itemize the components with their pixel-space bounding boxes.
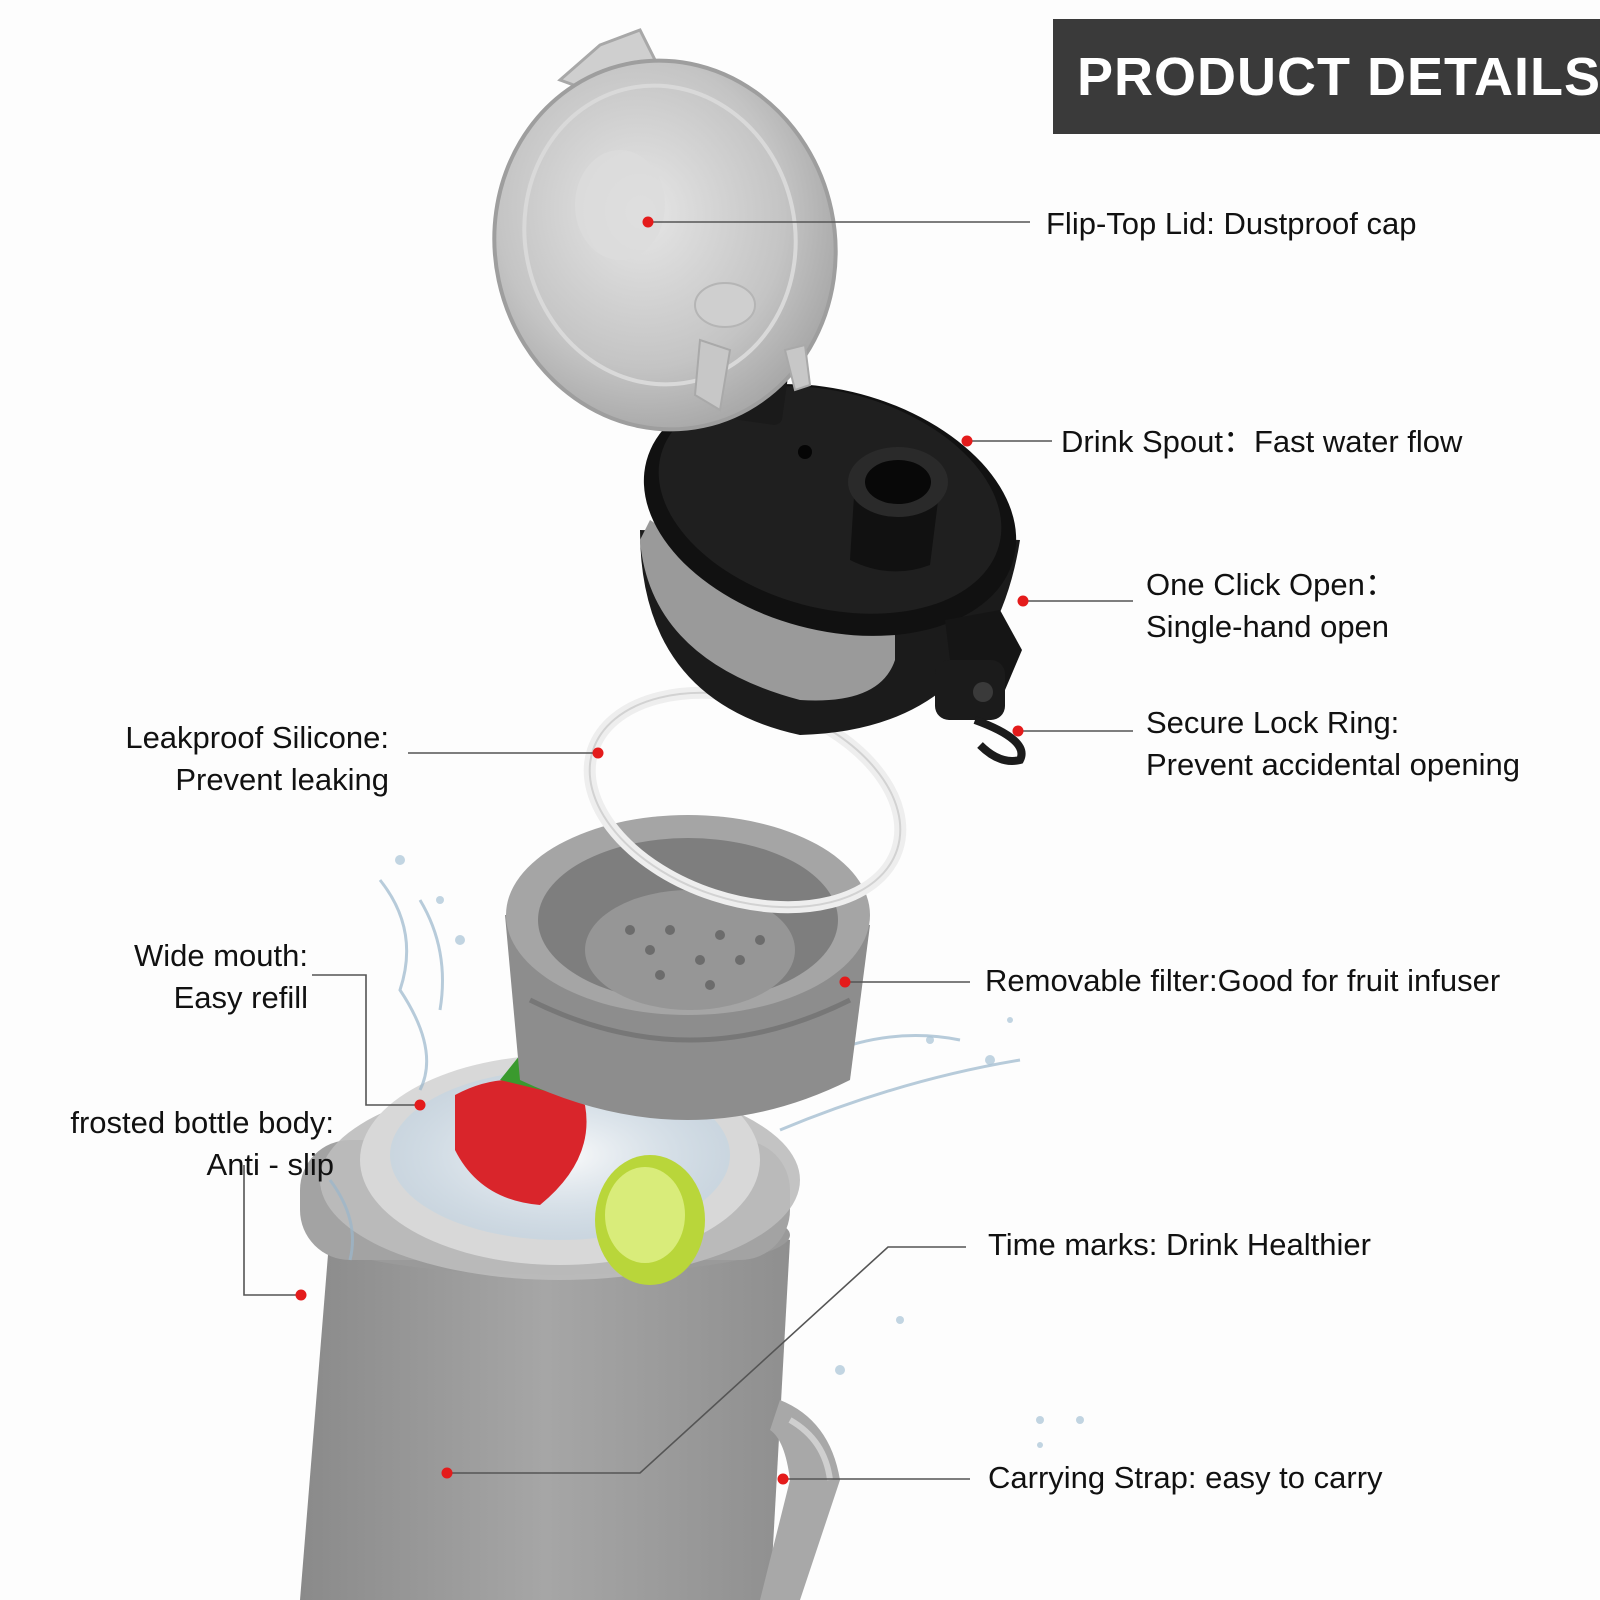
callout-secure-lock-ring-title: Secure Lock Ring: — [1146, 705, 1400, 740]
callout-one-click-open-desc: Single-hand open — [1146, 609, 1390, 644]
flip-top-lid — [492, 28, 838, 432]
callout-wide-mouth-desc: Easy refill — [173, 980, 308, 1015]
dot-lid — [642, 216, 654, 228]
callout-one-click-open-title: One Click Open： — [1146, 567, 1396, 602]
spout-cap — [640, 384, 1026, 765]
callout-one-click-open: One Click Open： Single-hand open — [1146, 564, 1396, 648]
callout-leakproof-silicone-title: Leakproof Silicone: — [125, 720, 389, 755]
dot-lock-ring — [1012, 725, 1024, 737]
dot-spout — [961, 435, 973, 447]
callout-wide-mouth-title: Wide mouth: — [133, 938, 308, 973]
callout-removable-filter: Removable filter:Good for fruit infuser — [985, 963, 1501, 998]
callout-carrying-strap: Carrying Strap: easy to carry — [988, 1460, 1383, 1495]
dot-wide-mouth — [414, 1099, 426, 1111]
callout-secure-lock-ring: Secure Lock Ring: Prevent accidental ope… — [1146, 702, 1520, 786]
callout-frosted-body-desc: Anti - slip — [206, 1147, 334, 1182]
callout-dots — [295, 216, 1029, 1485]
callout-wide-mouth: Wide mouth: Easy refill — [40, 935, 308, 1019]
banner-title: PRODUCT DETAILS — [1077, 46, 1600, 107]
dot-frosted-body — [295, 1289, 307, 1301]
callout-flip-top-lid: Flip-Top Lid: Dustproof cap — [1046, 206, 1417, 241]
dot-one-click — [1017, 595, 1029, 607]
callout-frosted-body: frosted bottle body: Anti - slip — [20, 1102, 334, 1186]
removable-filter — [505, 815, 870, 1120]
product-details-banner: PRODUCT DETAILS — [1053, 19, 1600, 134]
callout-frosted-body-title: frosted bottle body: — [70, 1105, 334, 1140]
carrying-strap — [760, 1400, 840, 1600]
callout-time-marks: Time marks: Drink Healthier — [988, 1227, 1371, 1262]
water-droplets — [395, 855, 1084, 1448]
dot-strap — [777, 1473, 789, 1485]
lock-ring — [973, 716, 1026, 765]
leader-lines — [243, 221, 1133, 1480]
lime-slice — [595, 1155, 705, 1285]
callout-drink-spout: Drink Spout：Fast water flow — [1061, 424, 1463, 459]
dot-filter — [839, 976, 851, 988]
dot-time-marks — [441, 1467, 453, 1479]
dot-silicone — [592, 747, 604, 759]
callout-leakproof-silicone: Leakproof Silicone: Prevent leaking — [60, 717, 389, 801]
callout-secure-lock-ring-desc: Prevent accidental opening — [1146, 747, 1520, 782]
callout-leakproof-silicone-desc: Prevent leaking — [175, 762, 389, 797]
